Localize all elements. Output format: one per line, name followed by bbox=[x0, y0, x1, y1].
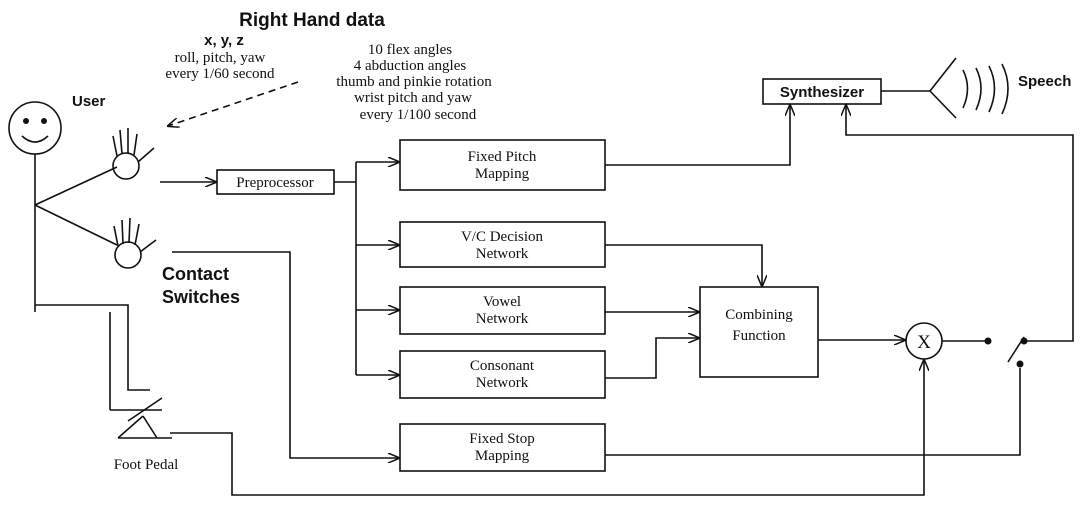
consonant-label-2: Network bbox=[476, 375, 529, 391]
user-mouth bbox=[21, 135, 49, 143]
fixed-pitch-to-synth-arrow bbox=[605, 105, 790, 166]
fixed-pitch-label-2: Mapping bbox=[475, 166, 530, 182]
user-arm-upper bbox=[34, 166, 118, 206]
switch-contact-top bbox=[1020, 337, 1028, 345]
switch-contact-bottom bbox=[1016, 360, 1024, 368]
foot-pedal-icon bbox=[117, 397, 172, 439]
contact-to-fixed-stop-arrow bbox=[172, 251, 399, 458]
switch-to-synth-arrow bbox=[846, 105, 1074, 342]
user-head bbox=[8, 101, 62, 155]
glove-data-line-4: wrist pitch and yaw bbox=[354, 90, 472, 106]
user-label: User bbox=[72, 93, 106, 110]
fixed-pitch-label-1: Fixed Pitch bbox=[468, 149, 537, 165]
glove-data-line-3: thumb and pinkie rotation bbox=[336, 74, 492, 90]
multiplier-label: X bbox=[917, 332, 931, 353]
user-figure bbox=[8, 101, 162, 411]
consonant-label-1: Consonant bbox=[470, 358, 535, 374]
preprocessor-label: Preprocessor bbox=[236, 175, 313, 191]
contact-switches-label-2: Switches bbox=[162, 287, 240, 307]
vc-decision-label-2: Network bbox=[476, 246, 529, 262]
fixed-stop-label-1: Fixed Stop bbox=[469, 431, 534, 447]
contact-switches-label-1: Contact bbox=[162, 264, 229, 284]
glove-data-line-5: every 1/100 second bbox=[360, 107, 477, 123]
vowel-label-2: Network bbox=[476, 311, 529, 327]
vowel-label-1: Vowel bbox=[483, 294, 521, 310]
left-hand-icon bbox=[113, 217, 157, 269]
speaker-icon bbox=[929, 57, 1009, 119]
foot-pedal-label: Foot Pedal bbox=[114, 457, 179, 473]
foot-pedal-to-multiplier-arrow bbox=[170, 360, 924, 496]
user-leg bbox=[35, 304, 150, 391]
right-hand-data-line-3: every 1/60 second bbox=[165, 66, 275, 82]
switch-contact-left bbox=[984, 337, 992, 345]
glove-data-line-2: 4 abduction angles bbox=[354, 58, 467, 74]
right-hand-data-line-2: roll, pitch, yaw bbox=[175, 50, 266, 66]
synthesizer-label: Synthesizer bbox=[780, 84, 864, 101]
synthesizer-box bbox=[762, 78, 882, 105]
vc-decision-box bbox=[399, 221, 606, 268]
fixed-stop-box bbox=[399, 423, 606, 472]
vowel-box bbox=[399, 286, 606, 335]
tracker-dashed-arrow bbox=[168, 81, 299, 126]
combining-function-box bbox=[699, 286, 819, 378]
user-eye-right bbox=[41, 118, 47, 124]
speech-label: Speech bbox=[1018, 73, 1071, 90]
user-arm-lower bbox=[34, 204, 118, 246]
right-hand-icon bbox=[112, 128, 155, 180]
user-eye-left bbox=[23, 118, 29, 124]
combining-label-2: Function bbox=[732, 328, 786, 344]
glove-data-line-1: 10 flex angles bbox=[368, 42, 452, 58]
vc-decision-label-1: V/C Decision bbox=[461, 229, 544, 245]
diagram-title: Right Hand data bbox=[239, 10, 385, 31]
right-hand-data-line-1: x, y, z bbox=[204, 32, 244, 49]
consonant-box bbox=[399, 350, 606, 399]
consonant-to-combining-arrow bbox=[605, 338, 699, 379]
fixed-pitch-box bbox=[399, 139, 606, 191]
fixed-stop-to-switch-line bbox=[605, 368, 1021, 456]
vc-to-combining-arrow bbox=[605, 244, 762, 286]
combining-label-1: Combining bbox=[725, 307, 793, 323]
fixed-stop-label-2: Mapping bbox=[475, 448, 530, 464]
